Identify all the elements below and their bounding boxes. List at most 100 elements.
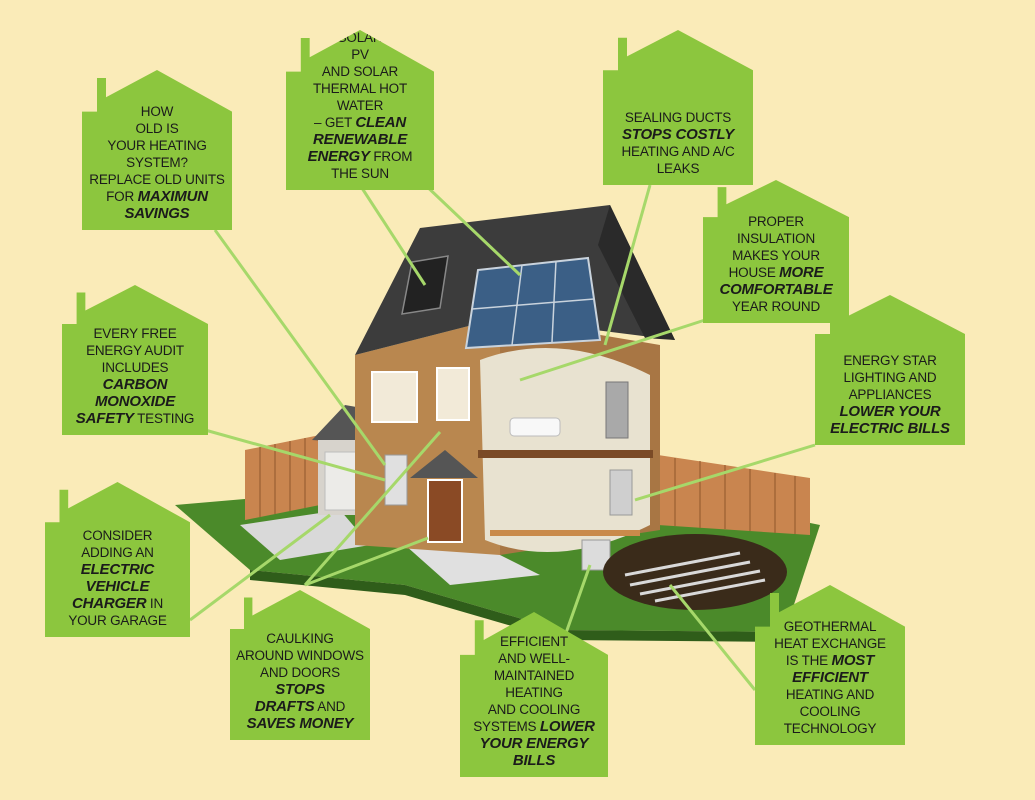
connector-sealing xyxy=(603,184,652,346)
connector-energy-star xyxy=(634,443,816,502)
callout-segment: leaks xyxy=(656,161,700,176)
callout-segment: around windows xyxy=(236,648,364,663)
callout-segment: includes xyxy=(101,360,169,375)
callout-segment: Geothermal xyxy=(783,619,877,634)
callout-segment: safety xyxy=(75,410,134,427)
callout-segment: makes your xyxy=(732,248,820,263)
callout-segment: lighting and xyxy=(843,370,937,385)
callout-segment: Consider xyxy=(82,528,153,543)
callout-efficient-hvac-text: Efficientand well-maintained heatingand … xyxy=(466,633,602,769)
callout-segment: house xyxy=(728,265,780,280)
connector-heating xyxy=(213,229,387,466)
callout-segment: and solar xyxy=(321,64,399,79)
callout-segment: maintained heating xyxy=(493,668,575,700)
callout-segment: – get xyxy=(314,115,356,130)
upper-window-right xyxy=(436,367,470,421)
callout-segment: heating and A/C xyxy=(621,144,735,159)
callout-segment: stops costly xyxy=(621,126,735,143)
callout-segment: comfortable xyxy=(719,281,833,298)
callout-insulation: Proper insulation makes your house morecomf… xyxy=(703,180,849,323)
callout-segment: Energy Star xyxy=(843,353,937,368)
callout-solar-text: SolarPVand solarthermal hot water– get c… xyxy=(292,30,428,182)
callout-energy-star-text: Energy Starlighting andapplianceslower y… xyxy=(830,352,950,437)
connector-insulation xyxy=(519,318,706,382)
callout-segment: lower xyxy=(539,718,595,735)
callout-segment: savings xyxy=(124,205,190,222)
callout-segment: and well- xyxy=(498,651,570,666)
connector-caulking-2 xyxy=(304,536,429,587)
right-fence xyxy=(658,455,810,535)
callout-segment: Replace old units xyxy=(89,172,225,187)
floor-divider xyxy=(478,450,653,458)
callout-insulation-text: Proper insulation makes your house morecomf… xyxy=(719,213,832,315)
callout-segment: Every free xyxy=(93,326,177,341)
callout-electric-vehicle-text: Consideradding anelectricvehiclecharger … xyxy=(68,527,167,629)
roof-gable xyxy=(598,205,675,340)
callout-segment: your energy xyxy=(479,735,589,752)
callout-energy-star: Energy Starlighting andapplianceslower y… xyxy=(815,295,965,445)
callout-segment: monoxide xyxy=(94,393,176,410)
callout-segment: cooling xyxy=(799,704,861,719)
callout-segment: and xyxy=(314,699,346,714)
left-fence xyxy=(245,435,320,520)
callout-segment: from xyxy=(369,149,413,164)
callout-segment: your heating xyxy=(107,138,207,153)
callout-segment: energy audit xyxy=(86,343,184,358)
connector-solar xyxy=(358,184,427,286)
callout-segment: carbon xyxy=(102,376,168,393)
callout-segment: Sealing ducts xyxy=(624,110,732,125)
connector-geothermal xyxy=(668,584,757,691)
callout-segment: charger xyxy=(71,595,147,612)
callout-segment: drafts xyxy=(254,698,315,715)
callout-segment: Caulking xyxy=(266,631,334,646)
callout-segment: efficient xyxy=(792,669,868,686)
connector-audit xyxy=(204,428,386,482)
callout-segment: and doors xyxy=(260,665,340,680)
callout-segment: saves money xyxy=(246,715,354,732)
callout-segment: systems xyxy=(473,719,540,734)
connector-ev xyxy=(189,513,331,622)
callout-segment: insulation xyxy=(736,231,815,246)
callout-segment: maximun xyxy=(137,188,208,205)
callout-sealing-ducts-text: Sealing ductsstops costlyheating and A/C… xyxy=(621,109,734,177)
bathtub xyxy=(509,417,561,437)
callout-segment: heat exchange xyxy=(774,636,886,651)
front-path xyxy=(405,540,540,585)
callout-segment: thermal hot water xyxy=(312,81,408,113)
callout-segment: heating and xyxy=(785,687,875,702)
callout-heating-system-text: Howold isyour heatingsystem?Replace old … xyxy=(89,103,225,222)
upper-window-left xyxy=(371,371,418,423)
callout-segment: electric bills xyxy=(830,420,950,437)
callout-segment: old is xyxy=(135,121,179,136)
callout-segment: for xyxy=(106,189,138,204)
callout-segment: testing xyxy=(133,411,195,426)
callout-caulking-text: Caulking around windows and doors stopsdra… xyxy=(236,630,364,732)
callout-segment: lower your xyxy=(839,403,941,420)
callout-segment: Proper xyxy=(748,214,804,229)
ground-floor-floor xyxy=(490,530,640,536)
lawn-edge xyxy=(250,570,785,642)
callout-segment: and cooling xyxy=(487,702,581,717)
solar-pv-panels xyxy=(464,256,602,350)
callout-segment: How xyxy=(140,104,174,119)
callout-segment: most xyxy=(831,652,875,669)
connector-caulking-1 xyxy=(303,431,442,586)
callout-segment: renewable xyxy=(312,131,408,148)
water-heater xyxy=(605,381,629,439)
callout-segment: year round xyxy=(731,299,820,314)
geothermal-loop xyxy=(624,551,766,603)
callout-segment: bills xyxy=(512,752,556,769)
callout-segment: is the xyxy=(785,653,832,668)
callout-segment: more xyxy=(779,264,824,281)
callout-segment: your garage xyxy=(68,613,167,628)
callout-segment: in xyxy=(146,596,164,611)
callout-geothermal-text: Geothermal heat exchange is the mosteffici… xyxy=(774,618,886,737)
connector-solar-pv xyxy=(418,178,522,277)
appliance-fridge xyxy=(609,469,633,516)
callout-segment: PV xyxy=(351,47,369,62)
callout-segment: adding an xyxy=(81,545,154,560)
callout-segment: technology xyxy=(783,721,877,736)
callout-segment: stops xyxy=(275,681,325,698)
callout-segment: clean xyxy=(355,114,406,131)
